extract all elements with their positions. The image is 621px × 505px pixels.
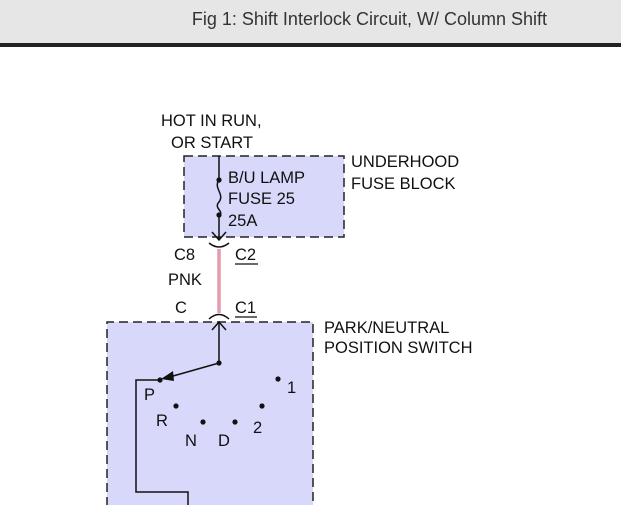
- upper-connector-id: C2: [235, 246, 256, 264]
- contact-n: [200, 419, 206, 425]
- switch-arm-arrowhead: [161, 371, 174, 381]
- connector-c1-symbol: [208, 313, 230, 320]
- connector-c2-symbol: [208, 242, 230, 248]
- fuse-block-label-line1: UNDERHOOD: [351, 153, 459, 171]
- fuse-rating-label: 25A: [228, 212, 257, 230]
- switch-label-line1: PARK/NEUTRAL: [324, 319, 449, 337]
- position-label-p: P: [144, 386, 155, 404]
- position-label-r: R: [156, 412, 168, 430]
- fuse-block-label-line2: FUSE BLOCK: [351, 175, 456, 193]
- header-bar: Fig 1: Shift Interlock Circuit, W/ Colum…: [0, 0, 621, 47]
- contact-d: [232, 419, 238, 425]
- contact-1: [275, 376, 281, 382]
- connector-c2-arrow: [211, 231, 227, 242]
- switch-label-line2: POSITION SWITCH: [324, 339, 473, 357]
- park-output-line: [135, 379, 189, 505]
- position-label-n: N: [185, 432, 197, 450]
- figure-title: Fig 1: Shift Interlock Circuit, W/ Colum…: [191, 9, 547, 29]
- fuse-block-box: [183, 155, 345, 238]
- contact-r: [173, 403, 179, 409]
- fuse-label-line2: FUSE 25: [228, 190, 295, 208]
- position-label-d: D: [218, 432, 230, 450]
- power-label-line2: OR START: [171, 134, 253, 152]
- upper-connector-pin: C8: [174, 246, 195, 264]
- contact-2: [259, 403, 265, 409]
- switch-box: [106, 321, 314, 505]
- switch-arm: [165, 362, 220, 379]
- position-label-1: 1: [287, 379, 296, 397]
- position-label-2: 2: [253, 419, 262, 437]
- lower-connector-id: C1: [235, 299, 256, 317]
- wire-color-label: PNK: [168, 271, 202, 289]
- fuse-symbol: [216, 179, 222, 216]
- power-label-line1: HOT IN RUN,: [161, 112, 262, 130]
- lower-connector-pin: C: [175, 299, 187, 317]
- fuse-label-line1: B/U LAMP: [228, 169, 305, 187]
